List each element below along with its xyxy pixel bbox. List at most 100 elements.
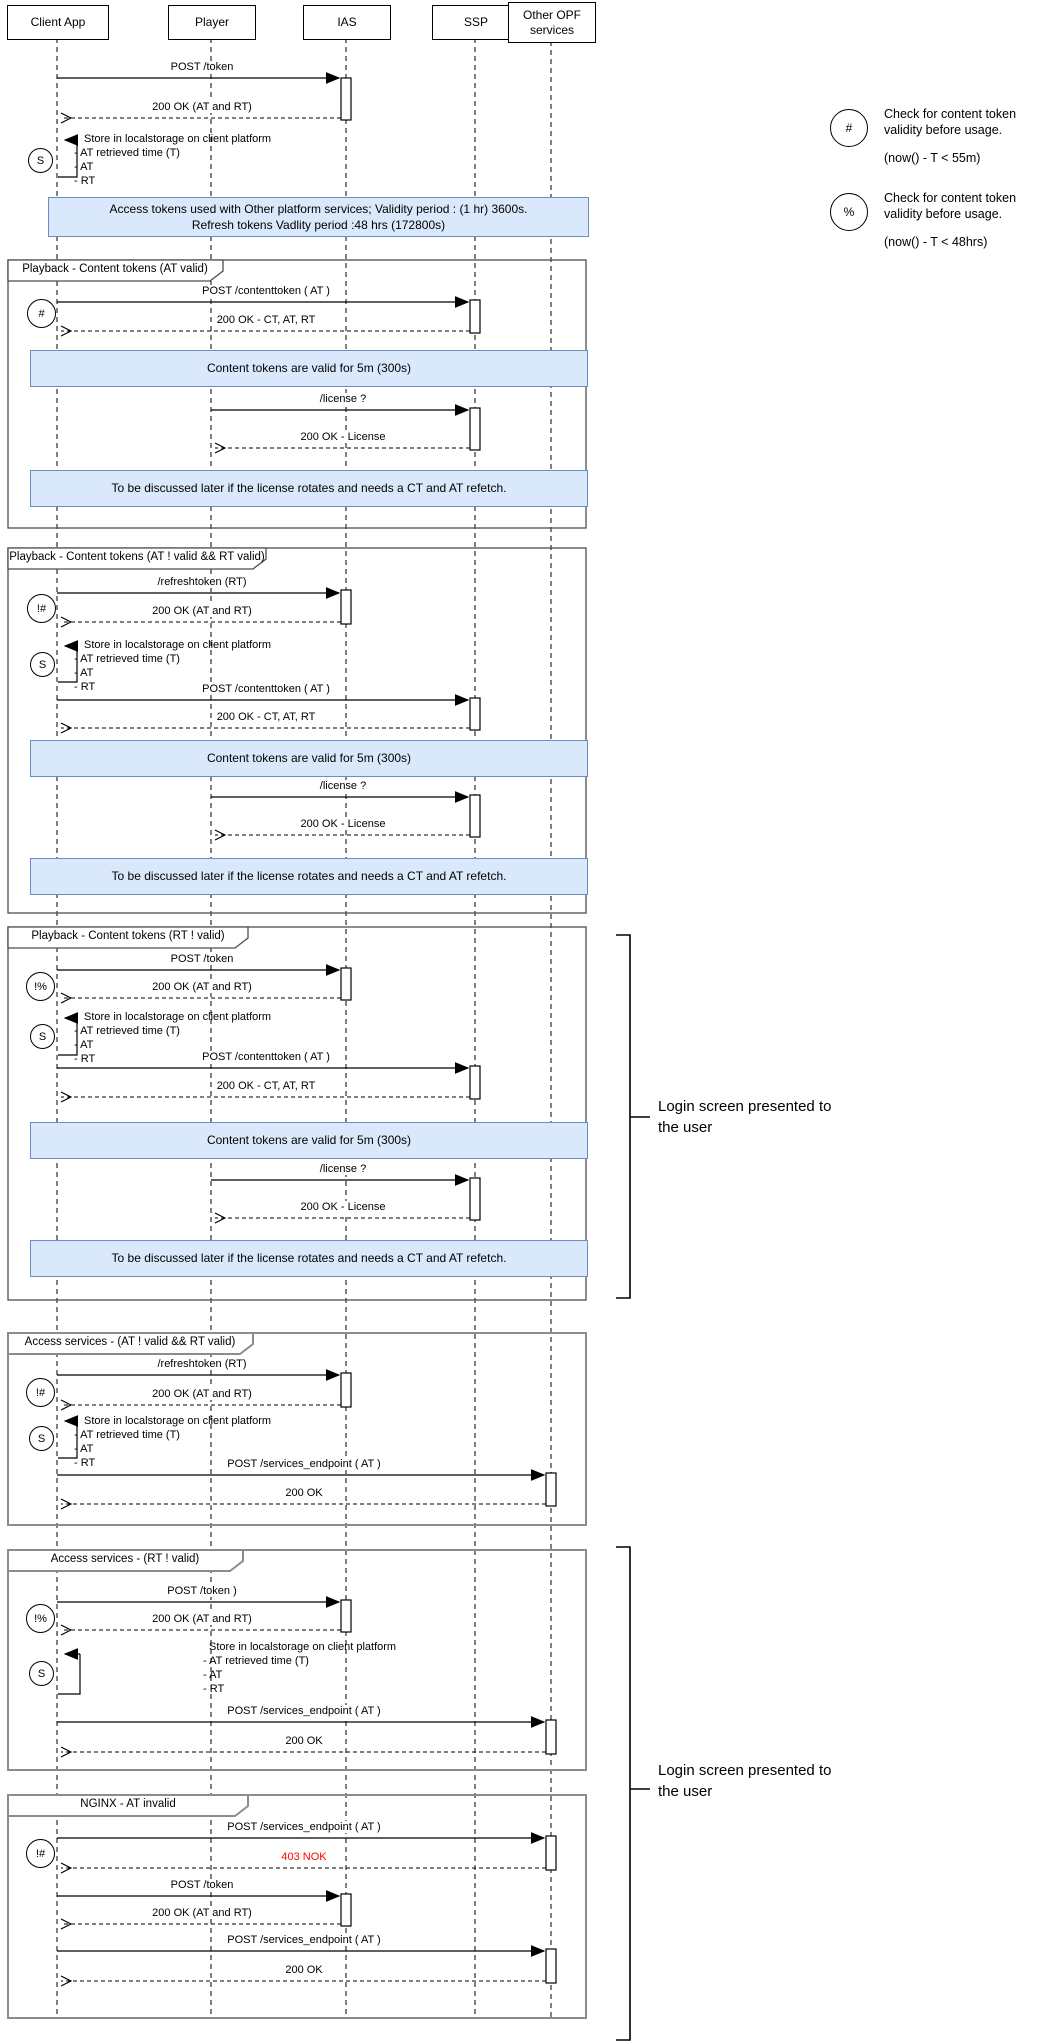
message-label-post-services: POST /services_endpoint ( AT )	[224, 1934, 384, 1946]
message-label-post-token: POST /token )	[164, 1585, 240, 1597]
annotation-brackets	[616, 934, 650, 2041]
marker-store-circle: S	[30, 652, 55, 677]
store-item: - AT	[74, 1443, 94, 1455]
marker-store-circle: S	[29, 1426, 54, 1451]
marker-check-at-circle: !#	[26, 1378, 55, 1407]
participant-label: SSP	[463, 15, 488, 30]
message-label-license: /license ?	[316, 1163, 370, 1175]
store-title: Store in localstorage on client platform	[84, 1011, 272, 1023]
store-item: - RT	[74, 1053, 96, 1065]
message-label-post-token: POST /token	[167, 61, 237, 73]
marker-label: #	[38, 307, 45, 320]
legend-formula: (now() - T < 55m)	[884, 151, 981, 165]
legend-text: Check for content token validity before …	[884, 107, 1017, 137]
message-label-ok: 200 OK	[282, 1735, 326, 1747]
message-label-ok-at-rt: 200 OK (AT and RT)	[149, 1613, 255, 1625]
message-label-ok-ct-at-rt: 200 OK - CT, AT, RT	[213, 314, 319, 326]
message-label-ok-license: 200 OK - License	[297, 1201, 389, 1213]
marker-label: !#	[36, 602, 47, 615]
frame-title: NGINX - AT invalid	[80, 1798, 176, 1810]
note-line: Access tokens used with Other platform s…	[109, 201, 528, 216]
store-item: - AT retrieved time (T)	[74, 653, 180, 665]
note-license-tbd: To be discussed later if the license rot…	[30, 1240, 588, 1277]
note-ct-validity: Content tokens are valid for 5m (300s)	[30, 350, 588, 387]
bracket-label-login-screen: Login screen presented to the user	[658, 1762, 832, 1800]
message-label-403-nok: 403 NOK	[278, 1851, 330, 1863]
store-item: - RT	[74, 681, 96, 693]
message-label-post-contenttoken: POST /contenttoken ( AT )	[199, 1051, 333, 1063]
legend-formula: (now() - T < 48hrs)	[884, 235, 988, 249]
store-item: - AT retrieved time (T)	[74, 1429, 180, 1441]
note-ct-validity: Content tokens are valid for 5m (300s)	[30, 740, 588, 777]
store-item: - RT	[203, 1683, 225, 1695]
marker-check-circle: #	[27, 299, 56, 328]
note-token-validity: Access tokens used with Other platform s…	[48, 197, 589, 237]
marker-store-circle: S	[28, 148, 53, 173]
participant-label: Other OPF services	[522, 8, 581, 37]
marker-store-circle: S	[30, 1024, 55, 1049]
note-ct-validity: Content tokens are valid for 5m (300s)	[30, 1122, 588, 1159]
marker-label: S	[38, 658, 47, 671]
store-item: - AT	[203, 1669, 223, 1681]
note-line: To be discussed later if the license rot…	[111, 1251, 507, 1266]
message-label-refreshtoken: /refreshtoken (RT)	[154, 576, 250, 588]
store-localstorage-note: Store in localstorage on client platform…	[74, 638, 271, 694]
activation-bars	[340, 77, 557, 1984]
store-localstorage-note: Store in localstorage on client platform…	[74, 1414, 271, 1470]
marker-label: !#	[35, 1386, 46, 1399]
legend-hash-circle: #	[830, 109, 868, 147]
frame-borders	[7, 259, 587, 2019]
store-localstorage-note: Store in localstorage on client platform…	[203, 1640, 396, 1696]
lifelines	[56, 38, 552, 2018]
store-localstorage-note: Store in localstorage on client platform…	[74, 1010, 271, 1066]
message-label-post-contenttoken: POST /contenttoken ( AT )	[199, 683, 333, 695]
legend-symbol: %	[843, 205, 855, 219]
legend-text: Check for content token validity before …	[884, 191, 1017, 221]
marker-store-circle: S	[29, 1661, 54, 1686]
message-label-ok-at-rt: 200 OK (AT and RT)	[149, 981, 255, 993]
bracket-label-login-screen: Login screen presented to the user	[658, 1098, 832, 1136]
store-item: - RT	[74, 1457, 96, 1469]
store-title: Store in localstorage on client platform	[84, 1415, 272, 1427]
note-line: To be discussed later if the license rot…	[111, 869, 507, 884]
participant-ssp: SSP	[432, 5, 520, 40]
frame-title: Playback - Content tokens (AT valid)	[22, 263, 208, 275]
frame-title: Playback - Content tokens (RT ! valid)	[31, 930, 225, 942]
participant-ias: IAS	[303, 5, 391, 40]
note-line: To be discussed later if the license rot…	[111, 481, 507, 496]
message-label-ok: 200 OK	[282, 1487, 326, 1499]
legend-percent-circle: %	[830, 193, 868, 231]
store-item: - AT retrieved time (T)	[203, 1655, 309, 1667]
message-label-ok-at-rt: 200 OK (AT and RT)	[149, 605, 255, 617]
note-line: Content tokens are valid for 5m (300s)	[206, 751, 412, 766]
message-label-refreshtoken: /refreshtoken (RT)	[154, 1358, 250, 1370]
participant-player: Player	[168, 5, 256, 40]
marker-check-at-circle: !#	[27, 594, 56, 623]
marker-label: S	[37, 1432, 46, 1445]
self-message-loops	[58, 134, 81, 1695]
message-label-ok: 200 OK	[282, 1964, 326, 1976]
marker-label: S	[36, 154, 45, 167]
store-item: - AT	[74, 667, 94, 679]
message-label-ok-license: 200 OK - License	[297, 818, 389, 830]
store-item: - AT	[74, 1039, 94, 1051]
marker-check-at-circle: !#	[26, 1839, 55, 1868]
message-label-post-services: POST /services_endpoint ( AT )	[224, 1705, 384, 1717]
message-label-post-token: POST /token	[167, 1879, 237, 1891]
message-label-post-services: POST /services_endpoint ( AT )	[224, 1821, 384, 1833]
marker-check-rt-circle: !%	[26, 1604, 55, 1633]
participant-label: Player	[194, 15, 229, 30]
store-item: - RT	[74, 175, 96, 187]
note-line: Content tokens are valid for 5m (300s)	[206, 1133, 412, 1148]
marker-label: S	[37, 1667, 46, 1680]
note-license-tbd: To be discussed later if the license rot…	[30, 470, 588, 507]
frame-title: Access services - (AT ! valid && RT vali…	[24, 1336, 236, 1348]
legend-symbol: #	[845, 121, 853, 135]
marker-label: !%	[34, 980, 47, 993]
marker-label: !#	[35, 1847, 46, 1860]
marker-label: S	[38, 1030, 47, 1043]
message-label-license: /license ?	[316, 780, 370, 792]
message-label-ok-license: 200 OK - License	[297, 431, 389, 443]
message-label-ok-ct-at-rt: 200 OK - CT, AT, RT	[213, 711, 319, 723]
